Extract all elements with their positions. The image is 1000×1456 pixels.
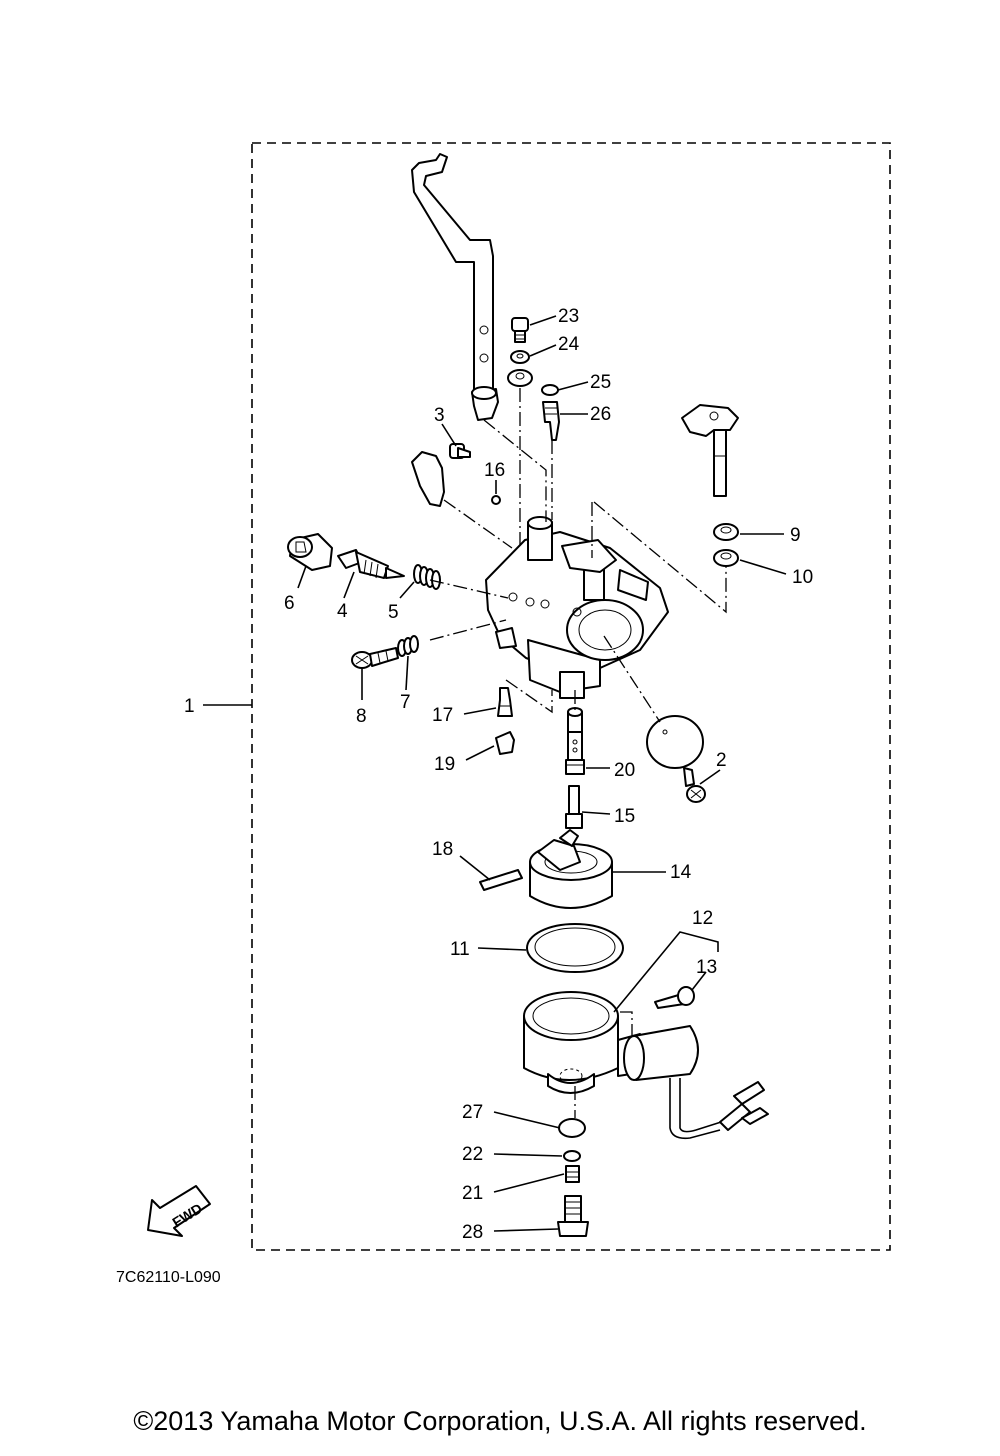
- choke-bracket: [411, 451, 445, 507]
- carburetor-body: [485, 516, 669, 699]
- part-18-float-pin: [479, 869, 523, 891]
- callout-15: 15: [614, 806, 635, 827]
- assembly-boundary: [251, 142, 891, 1251]
- callout-2: 2: [716, 750, 727, 771]
- part-7-spring: [397, 635, 419, 657]
- choke-lever: [411, 153, 494, 393]
- part-28-drain-bolt: [557, 1195, 589, 1237]
- callout-26: 26: [590, 404, 611, 425]
- callout-18: 18: [432, 839, 453, 860]
- part-21-drain-jet: [565, 1165, 580, 1183]
- part-24-washer: [510, 350, 530, 364]
- part-5-spring: [413, 564, 441, 590]
- copyright-notice: ©2013 Yamaha Motor Corporation, U.S.A. A…: [133, 1406, 867, 1436]
- callout-25: 25: [590, 372, 611, 393]
- callout-3: 3: [434, 405, 445, 426]
- part-11-gasket: [526, 923, 624, 973]
- callout-11: 11: [450, 939, 470, 960]
- part-8-throttle-stop-screw: [351, 647, 399, 669]
- part-19-clip: [495, 731, 515, 755]
- part-12-float-chamber: [523, 991, 769, 1140]
- callout-20: 20: [614, 760, 635, 781]
- part-13-screw: [654, 986, 695, 1009]
- callout-4: 4: [337, 601, 348, 622]
- callout-27: 27: [462, 1102, 483, 1123]
- part-17-needle-valve: [497, 687, 513, 717]
- part-14-float: [529, 829, 613, 909]
- callout-23: 23: [558, 306, 579, 327]
- part-26-pilot-jet: [542, 401, 560, 441]
- part-4-pilot-screw: [337, 549, 405, 579]
- plug-cap: [471, 386, 499, 421]
- callout-7: 7: [400, 692, 411, 713]
- callout-8: 8: [356, 706, 367, 727]
- throttle-valve-disc: [646, 715, 704, 769]
- callout-21: 21: [462, 1183, 483, 1204]
- part-6-cap: [287, 533, 333, 571]
- callout-labels: 23 24 25 26 3 16 9 10 6 4 5 1 8 7 17 2 1…: [184, 306, 813, 1243]
- part-25-o-ring: [541, 384, 559, 396]
- part-20-main-nozzle: [565, 707, 585, 775]
- callout-17: 17: [432, 705, 453, 726]
- part-16-ball: [491, 495, 501, 505]
- part-22-o-ring: [563, 1150, 581, 1162]
- part-10-washer: [713, 549, 739, 567]
- callout-12: 12: [692, 908, 713, 929]
- callout-16: 16: [484, 460, 505, 481]
- callout-14: 14: [670, 862, 692, 883]
- callout-28: 28: [462, 1222, 483, 1243]
- part-23-screw: [511, 317, 529, 343]
- callout-13: 13: [696, 957, 717, 978]
- part-27-gasket: [558, 1118, 586, 1138]
- callout-22: 22: [462, 1144, 483, 1165]
- part-3-screw: [449, 443, 471, 459]
- assembly-lines: [429, 388, 727, 1118]
- fwd-arrow-icon: FWD: [147, 1185, 211, 1237]
- callout-9: 9: [790, 525, 801, 546]
- diagram-code: 7C62110-L090: [116, 1269, 221, 1286]
- part-9-washer: [713, 523, 739, 541]
- callout-6: 6: [284, 593, 295, 614]
- callout-24: 24: [558, 334, 580, 355]
- callout-10: 10: [792, 567, 813, 588]
- part-2-screw: [683, 767, 706, 803]
- callout-19: 19: [434, 754, 455, 775]
- callout-5: 5: [388, 602, 399, 623]
- callout-1: 1: [184, 696, 195, 717]
- lever-plate: [507, 369, 533, 387]
- leader-lines: [203, 315, 787, 1232]
- throttle-shaft: [681, 404, 739, 497]
- part-15-main-jet: [565, 785, 583, 829]
